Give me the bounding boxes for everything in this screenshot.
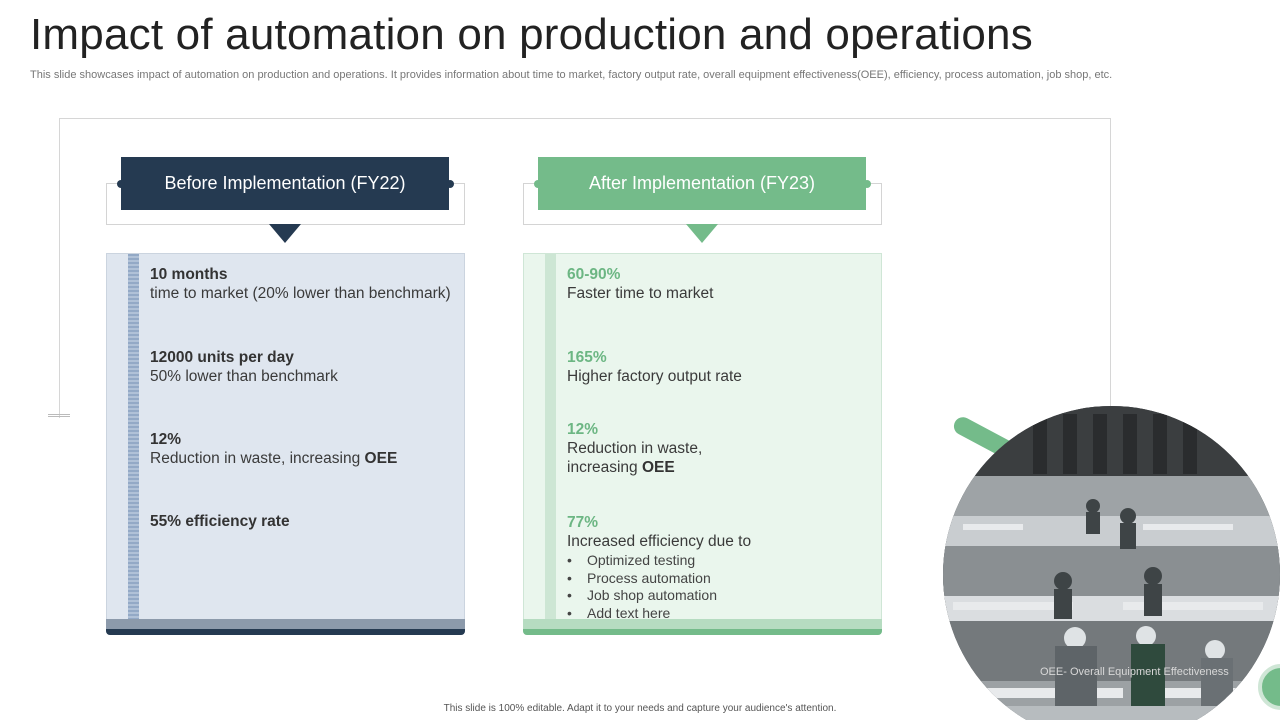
before-item-key: 55% efficiency rate <box>150 513 290 530</box>
after-pointer-triangle <box>686 224 718 243</box>
outline-frame <box>59 118 1111 418</box>
before-panel-base-edge <box>106 629 465 635</box>
before-panel-base <box>106 619 465 629</box>
before-item-efficiency: 55% efficiency rate <box>150 512 290 531</box>
after-header-dot-right <box>863 180 871 188</box>
factory-floor-photo-icon <box>943 406 1280 720</box>
before-item-text: time to market (20% lower than benchmark… <box>150 285 451 302</box>
after-item-efficiency: 77% Increased efficiency due to Optimize… <box>567 513 751 622</box>
after-item-text: increasing <box>567 459 642 476</box>
before-item-key: 12% <box>150 431 182 448</box>
before-item-waste: 12% Reduction in waste, increasing OEE <box>150 430 397 468</box>
before-item-text: Reduction in waste, increasing <box>150 450 365 467</box>
before-pointer-triangle <box>269 224 301 243</box>
before-item-key: 12000 units per day <box>150 349 294 366</box>
before-header-dot-left <box>117 180 125 188</box>
after-panel-base <box>523 619 882 629</box>
bullet-item: Optimized testing <box>567 552 751 570</box>
before-header: Before Implementation (FY22) <box>121 157 449 210</box>
after-item-key: 77% <box>567 514 599 531</box>
page-subtitle: This slide showcases impact of automatio… <box>30 69 1113 81</box>
after-item-text: Higher factory output rate <box>567 368 742 385</box>
after-item-output: 165% Higher factory output rate <box>567 348 742 386</box>
before-item-key: 10 months <box>150 266 228 283</box>
photo-container <box>943 406 1280 720</box>
before-item-text: 50% lower than benchmark <box>150 368 338 385</box>
after-item-key: 165% <box>567 349 607 366</box>
after-item-time-to-market: 60-90% Faster time to market <box>567 265 713 303</box>
bullet-item: Add text here <box>567 605 751 623</box>
after-panel-base-edge <box>523 629 882 635</box>
after-item-bold: OEE <box>641 459 675 476</box>
after-item-text: Increased efficiency due to <box>567 533 752 550</box>
factory-scene-graphic <box>943 406 1280 720</box>
page-title: Impact of automation on production and o… <box>30 10 1033 59</box>
after-item-key: 60-90% <box>567 266 621 283</box>
before-header-dot-right <box>446 180 454 188</box>
before-item-time-to-market: 10 months time to market (20% lower than… <box>150 265 451 303</box>
after-item-waste: 12% Reduction in waste, increasing OEE <box>567 420 702 477</box>
bullet-item: Job shop automation <box>567 587 751 605</box>
after-panel: 60-90% Faster time to market 165% Higher… <box>523 253 882 635</box>
after-header: After Implementation (FY23) <box>538 157 866 210</box>
after-item-text: Faster time to market <box>567 285 714 302</box>
after-efficiency-bullets: Optimized testing Process automation Job… <box>567 552 751 622</box>
before-item-bold: OEE <box>364 450 398 467</box>
frame-foot <box>48 414 70 417</box>
footer-note: This slide is 100% editable. Adapt it to… <box>443 703 837 714</box>
photo-caption: OEE- Overall Equipment Effectiveness <box>1040 666 1229 678</box>
after-item-key: 12% <box>567 421 599 438</box>
after-item-text: Reduction in waste, <box>567 440 703 457</box>
before-panel-stripe <box>128 254 139 634</box>
after-header-dot-left <box>534 180 542 188</box>
before-item-output: 12000 units per day 50% lower than bench… <box>150 348 338 386</box>
before-panel: 10 months time to market (20% lower than… <box>106 253 465 635</box>
after-panel-stripe <box>545 254 556 634</box>
bullet-item: Process automation <box>567 570 751 588</box>
